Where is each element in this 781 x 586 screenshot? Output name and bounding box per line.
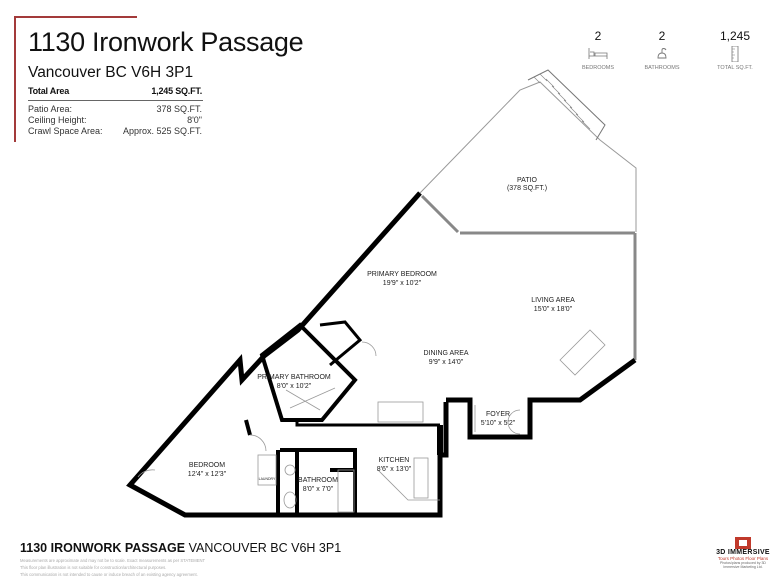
room-laundry-name: LAUNDRY	[259, 477, 276, 481]
stat-label: TOTAL SQ.FT.	[717, 65, 753, 71]
property-title: 1130 Ironwork Passage	[28, 27, 304, 57]
room-living-area-size: 15'0" x 18'0"	[534, 306, 573, 313]
room-patio-size: (378 SQ.FT.)	[507, 185, 547, 192]
total-area-label: Total Area	[28, 86, 70, 96]
accent-line-vertical	[14, 16, 16, 142]
stat-value: 1,245	[719, 29, 751, 43]
stat-label: BATHROOMS	[644, 65, 680, 71]
shower-icon	[657, 48, 667, 59]
stat-label: BEDROOMS	[581, 65, 615, 71]
detail-row: Patio Area: 378 SQ.FT.	[28, 104, 202, 115]
room-patio-name: PATIO	[517, 177, 538, 184]
walls	[126, 191, 637, 518]
room-bedroom-size: 12'4" x 12'3"	[188, 471, 227, 478]
stat-value: 2	[658, 29, 666, 43]
footer-title-street: 1130 IRONWORK PASSAGE	[20, 541, 186, 555]
disclaimer: This communication is not intended to ca…	[20, 572, 198, 577]
divider	[28, 100, 203, 101]
room-foyer-size: 5'10" x 5'2"	[481, 420, 516, 427]
room-bedroom-name: BEDROOM	[189, 462, 225, 469]
stat-bathrooms: 2 BATHROOMS	[632, 29, 692, 71]
logo-mark-icon	[735, 537, 751, 549]
logo-tagline: Tours Photos Floor Plans	[717, 556, 769, 561]
room-kitchen-name: KITCHEN	[379, 457, 410, 464]
accent-line-horizontal	[14, 16, 137, 18]
total-area-value: 1,245 SQ.FT.	[151, 86, 202, 96]
brand-logo: 3D IMMERSIVE Tours Photos Floor Plans Ph…	[712, 537, 774, 569]
disclaimer: This floor plan illustration is not suit…	[20, 565, 167, 570]
room-primary-bedroom-name: PRIMARY BEDROOM	[367, 271, 437, 278]
detail-row: Crawl Space Area: Approx. 525 SQ.FT.	[28, 126, 202, 137]
detail-value: 378 SQ.FT.	[156, 104, 202, 114]
room-primary-bathroom-size: 8'0" x 10'2"	[277, 383, 312, 390]
disclaimer: Measurements are approximate and may not…	[20, 558, 206, 563]
bed-icon	[588, 48, 608, 59]
logo-name: 3D IMMERSIVE	[716, 549, 770, 556]
stat-bedrooms: 2 BEDROOMS	[568, 29, 628, 71]
logo-fine-print: Photos/plans produced by 3D Immersive Ma…	[720, 561, 766, 569]
detail-label: Patio Area:	[28, 104, 73, 114]
ruler-icon	[731, 46, 739, 62]
windows	[420, 194, 637, 360]
patio-outline	[419, 69, 637, 232]
stat-value: 2	[594, 29, 602, 43]
room-foyer-name: FOYER	[486, 411, 510, 418]
detail-label: Crawl Space Area:	[28, 126, 103, 136]
room-bathroom-size: 8'0" x 7'0"	[303, 486, 334, 493]
fixtures	[137, 329, 606, 513]
detail-value: 8'0"	[187, 115, 202, 125]
property-subtitle: Vancouver BC V6H 3P1	[28, 64, 194, 81]
room-primary-bathroom-name: PRIMARY BATHROOM	[257, 374, 331, 381]
room-dining-area-size: 9'9" x 14'0"	[429, 359, 464, 366]
detail-value: Approx. 525 SQ.FT.	[122, 126, 202, 136]
room-kitchen-size: 8'6" x 13'0"	[377, 466, 412, 473]
total-area-row: Total Area 1,245 SQ.FT.	[28, 86, 202, 97]
room-primary-bedroom-size: 19'9" x 10'2"	[383, 280, 422, 287]
detail-label: Ceiling Height:	[28, 115, 87, 125]
room-labels: PATIO (378 SQ.FT.) PRIMARY BEDROOM 19'9"…	[188, 177, 575, 493]
footer-title: 1130 IRONWORK PASSAGE VANCOUVER BC V6H 3…	[20, 541, 341, 555]
detail-row: Ceiling Height: 8'0"	[28, 115, 202, 126]
room-dining-area-name: DINING AREA	[423, 350, 468, 357]
stat-total-sqft: 1,245 TOTAL SQ.FT.	[705, 29, 765, 71]
footer-title-city: VANCOUVER BC V6H 3P1	[188, 541, 342, 555]
room-living-area-name: LIVING AREA	[531, 297, 575, 304]
room-bathroom-name: BATHROOM	[298, 477, 338, 484]
